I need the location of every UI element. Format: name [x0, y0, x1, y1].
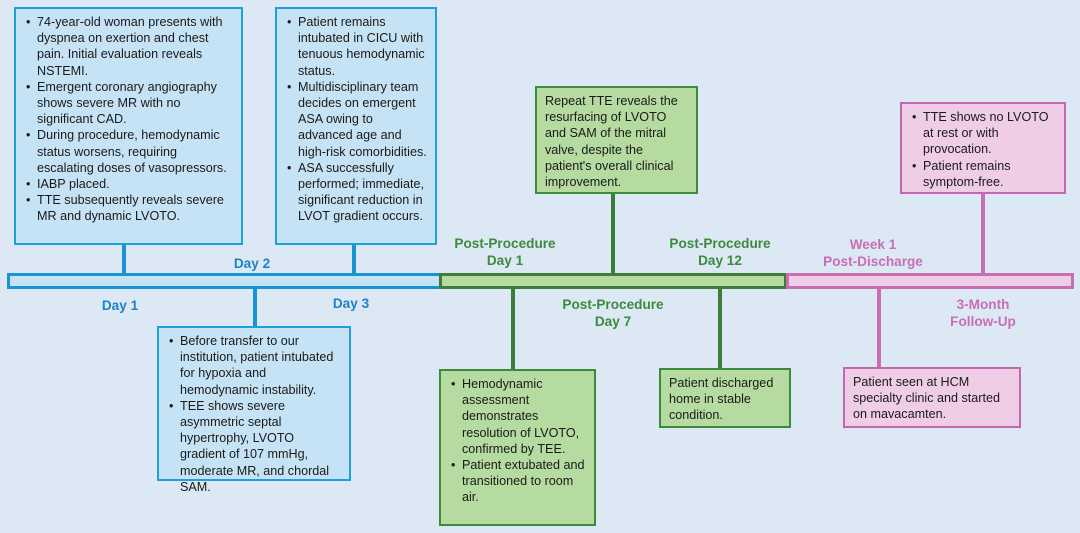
- label-line: Post-Procedure: [669, 236, 771, 251]
- event-box-day1: 74-year-old woman presents with dyspnea …: [14, 7, 243, 245]
- timeline-segment-hospital-days: [7, 273, 442, 289]
- event-item: Emergent coronary angiography shows seve…: [26, 79, 235, 128]
- label-line: Day 3: [332, 296, 370, 311]
- event-item: IABP placed.: [26, 176, 235, 192]
- event-item: TEE shows severe asymmetric septal hyper…: [169, 398, 343, 495]
- event-box-week1: Patient seen at HCM specialty clinic and…: [843, 367, 1021, 428]
- event-item: During procedure, hemodynamic status wor…: [26, 127, 235, 176]
- label-week1: Week 1 Post-Discharge: [823, 236, 923, 270]
- label-line: Day 12: [698, 253, 742, 268]
- connector-month3: [981, 192, 985, 274]
- label-day1: Day 1: [102, 297, 138, 314]
- event-box-day2: Before transfer to our institution, pati…: [157, 326, 351, 494]
- event-box-pp-day7: Repeat TTE reveals the resurfacing of LV…: [535, 86, 698, 194]
- event-item: TTE subsequently reveals severe MR and d…: [26, 192, 235, 224]
- event-list: Before transfer to our institution, pati…: [167, 333, 343, 495]
- label-day2: Day 2: [234, 255, 270, 272]
- event-list: 74-year-old woman presents with dyspnea …: [24, 14, 235, 225]
- event-text: Patient discharged home in stable condit…: [669, 376, 774, 423]
- event-item: Hemodynamic assessment demonstrates reso…: [451, 376, 588, 457]
- connector-day2: [253, 288, 257, 326]
- event-item: Multidisciplinary team decides on emerge…: [287, 79, 429, 160]
- label-month3: 3-Month Follow-Up: [950, 296, 1016, 330]
- label-line: Post-Procedure: [454, 236, 556, 251]
- label-line: Day 1: [486, 253, 524, 268]
- label-line: Day 2: [233, 256, 271, 271]
- connector-week1: [877, 288, 881, 368]
- event-item: Patient remains symptom-free.: [912, 158, 1058, 190]
- event-box-day3: Patient remains intubated in CICU with t…: [275, 7, 437, 245]
- connector-day1: [122, 244, 126, 274]
- label-line: Post-Procedure: [562, 297, 664, 312]
- event-text: Patient seen at HCM specialty clinic and…: [853, 375, 1000, 422]
- connector-pp-day7: [611, 193, 615, 274]
- label-line: Day 1: [101, 298, 139, 313]
- label-line: Post-Discharge: [823, 254, 923, 269]
- event-item: Patient extubated and transitioned to ro…: [451, 457, 588, 506]
- label-pp-day12: Post-Procedure Day 12: [669, 235, 770, 269]
- event-list: Patient remains intubated in CICU with t…: [285, 14, 429, 225]
- label-pp-day7: Post-Procedure Day 7: [562, 296, 663, 330]
- timeline-segment-post-discharge: [786, 273, 1074, 289]
- event-item: ASA successfully performed; immediate, s…: [287, 160, 429, 225]
- label-pp-day1: Post-Procedure Day 1: [454, 235, 555, 269]
- event-box-pp-day1: Hemodynamic assessment demonstrates reso…: [439, 369, 596, 526]
- label-line: 3-Month: [956, 297, 1010, 312]
- event-item: TTE shows no LVOTO at rest or with provo…: [912, 109, 1058, 158]
- timeline-segment-post-procedure: [439, 273, 787, 289]
- event-item: Patient remains intubated in CICU with t…: [287, 14, 429, 79]
- label-line: Follow-Up: [950, 314, 1016, 329]
- connector-pp-day12: [718, 288, 722, 369]
- event-list: Hemodynamic assessment demonstrates reso…: [449, 376, 588, 506]
- connector-day3: [352, 244, 356, 274]
- event-box-month3: TTE shows no LVOTO at rest or with provo…: [900, 102, 1066, 194]
- event-box-pp-day12: Patient discharged home in stable condit…: [659, 368, 791, 428]
- label-day3: Day 3: [333, 295, 369, 312]
- event-item: 74-year-old woman presents with dyspnea …: [26, 14, 235, 79]
- event-text: Repeat TTE reveals the resurfacing of LV…: [545, 94, 678, 190]
- event-list: TTE shows no LVOTO at rest or with provo…: [910, 109, 1058, 190]
- event-item: Before transfer to our institution, pati…: [169, 333, 343, 398]
- connector-pp-day1: [511, 288, 515, 370]
- label-line: Week 1: [849, 237, 897, 252]
- label-line: Day 7: [594, 314, 632, 329]
